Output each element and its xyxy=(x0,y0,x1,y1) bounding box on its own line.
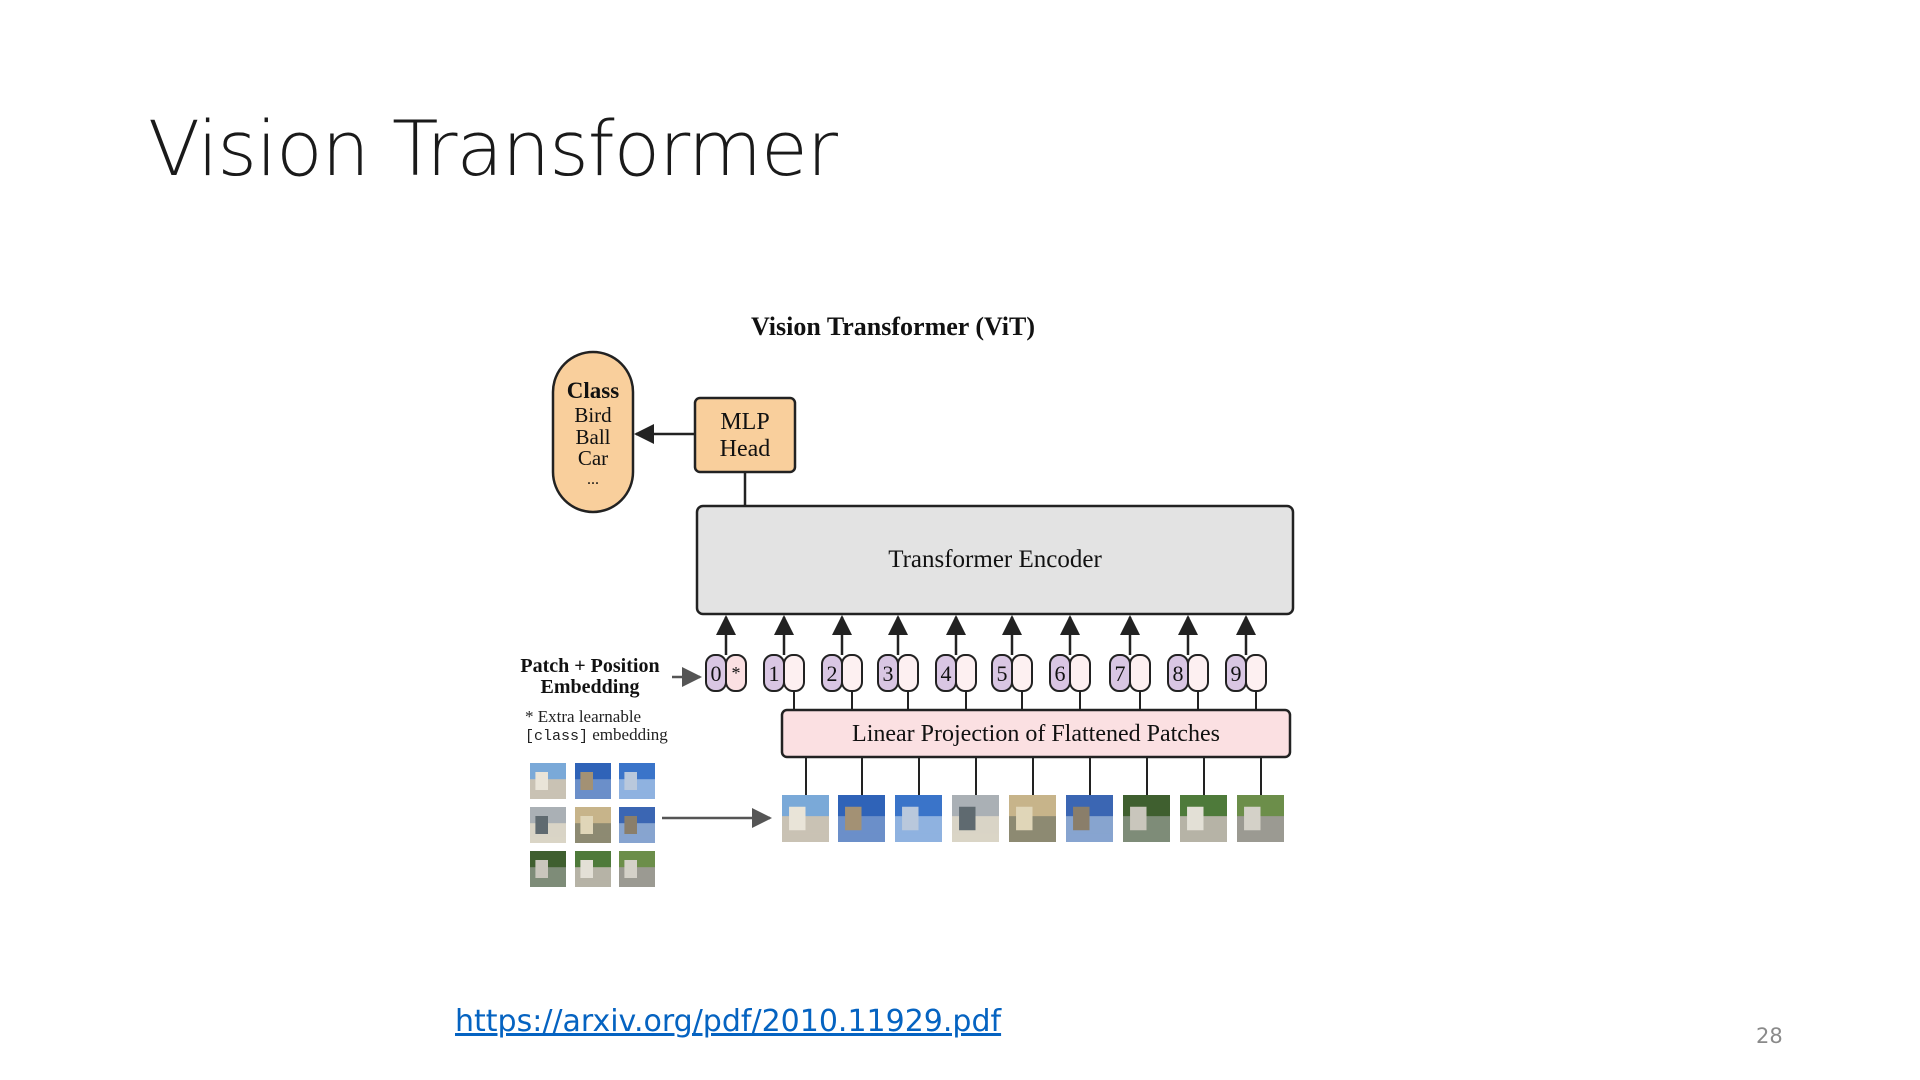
figure-heading: Vision Transformer (ViT) xyxy=(751,312,1035,341)
token-index: 0 xyxy=(711,661,722,686)
token-index: 2 xyxy=(827,661,838,686)
embedding-token: 3 xyxy=(877,615,919,710)
patch-embedding xyxy=(841,654,863,692)
embedding-token: 9 xyxy=(1225,615,1267,710)
transformer-encoder-label: Transformer Encoder xyxy=(888,546,1102,573)
class-title: Class xyxy=(567,378,619,403)
linear-projection-label: Linear Projection of Flattened Patches xyxy=(852,721,1220,747)
patch-embedding xyxy=(1069,654,1091,692)
linear-projection-box xyxy=(780,708,1292,759)
token-index: 4 xyxy=(941,661,952,686)
token-index: 6 xyxy=(1055,661,1066,686)
token-index: 3 xyxy=(883,661,894,686)
image-patch xyxy=(619,851,655,887)
embedding-token: 4 xyxy=(935,615,977,710)
image-patch xyxy=(530,851,566,887)
page-number: 28 xyxy=(1756,1024,1783,1048)
mlp-head-label: MLP xyxy=(720,409,769,435)
image-patch xyxy=(895,795,942,842)
image-patch xyxy=(530,807,566,843)
token-index: 7 xyxy=(1115,661,1126,686)
token-index: 5 xyxy=(997,661,1008,686)
image-patch xyxy=(575,807,611,843)
class-token-mark: * xyxy=(732,663,741,683)
embedding-token: 7 xyxy=(1109,615,1151,710)
embedding-token: 0* xyxy=(705,615,747,692)
slide-title: Vision Transformer xyxy=(148,104,838,193)
image-patch xyxy=(1180,795,1227,842)
image-patch xyxy=(619,763,655,799)
image-patch xyxy=(838,795,885,842)
token-index: 1 xyxy=(769,661,780,686)
class-token xyxy=(725,654,747,692)
class-item: Bird xyxy=(574,403,612,427)
embedding-label: Embedding xyxy=(541,676,640,698)
class-token-note: [class] embedding xyxy=(525,725,668,745)
patch-embedding xyxy=(1245,654,1267,692)
image-patch xyxy=(1123,795,1170,842)
patch-embedding xyxy=(1129,654,1151,692)
transformer-encoder-box xyxy=(695,504,1295,616)
image-patch xyxy=(782,795,829,842)
patch-embedding xyxy=(897,654,919,692)
image-patch xyxy=(1066,795,1113,842)
embedding-label: Patch + Position xyxy=(520,655,659,677)
embedding-token: 6 xyxy=(1049,615,1091,710)
image-patch xyxy=(1237,795,1284,842)
class-item: ... xyxy=(587,471,599,488)
embedding-token: 5 xyxy=(991,615,1033,710)
token-index: 8 xyxy=(1173,661,1184,686)
patch-embedding xyxy=(783,654,805,692)
image-patch-grid xyxy=(530,763,655,887)
class-item: Car xyxy=(578,446,608,470)
embedding-token: 8 xyxy=(1167,615,1209,710)
image-patch xyxy=(1009,795,1056,842)
flattened-patch-sequence xyxy=(782,757,1284,842)
patch-embedding xyxy=(955,654,977,692)
class-item: Ball xyxy=(576,425,611,449)
token-index: 9 xyxy=(1231,661,1242,686)
embedding-token: 2 xyxy=(821,615,863,710)
image-patch xyxy=(575,851,611,887)
patch-embedding xyxy=(1187,654,1209,692)
source-link[interactable]: https://arxiv.org/pdf/2010.11929.pdf xyxy=(455,1004,1002,1039)
image-patch xyxy=(952,795,999,842)
image-patch xyxy=(575,763,611,799)
image-patch xyxy=(530,763,566,799)
embedding-token: 1 xyxy=(763,615,805,710)
mlp-head-label: Head xyxy=(720,436,771,462)
patch-embedding xyxy=(1011,654,1033,692)
image-patch xyxy=(619,807,655,843)
class-token-note: * Extra learnable xyxy=(525,707,641,726)
class-box xyxy=(551,350,635,514)
